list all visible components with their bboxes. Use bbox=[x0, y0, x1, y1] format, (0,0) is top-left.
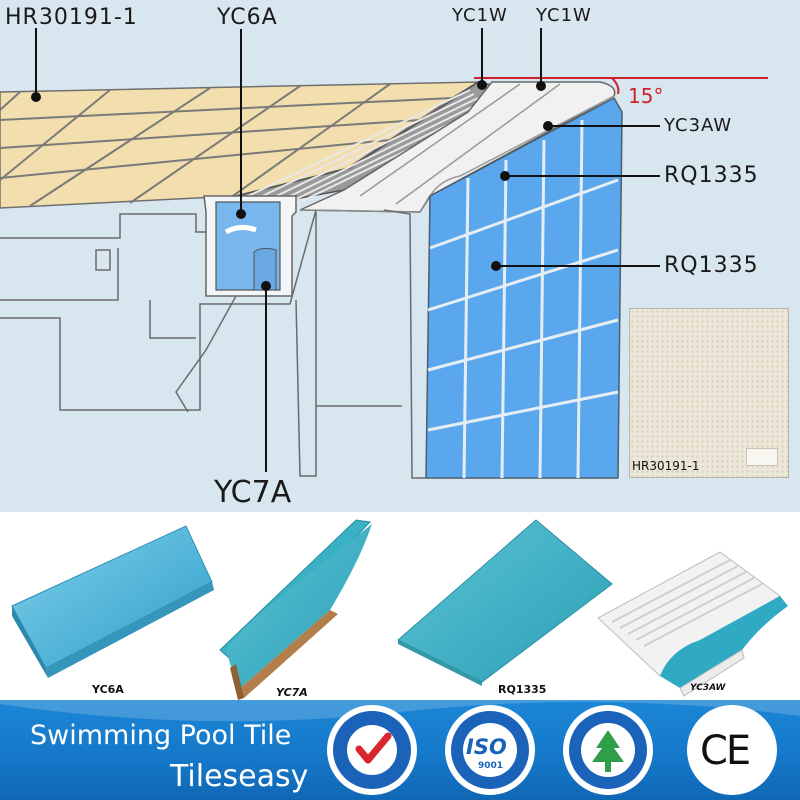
pool-edge-drawing bbox=[0, 28, 768, 479]
caption-yc3aw: YC3AW bbox=[690, 683, 726, 693]
label-yc1w-left: YC1W bbox=[452, 5, 508, 26]
caption-rq1335: RQ1335 bbox=[498, 683, 547, 696]
label-rq1335-lower: RQ1335 bbox=[664, 253, 759, 278]
wall-tiles bbox=[425, 96, 623, 479]
overflow-gutter bbox=[203, 195, 297, 297]
label-yc6a: YC6A bbox=[217, 5, 278, 30]
label-rq1335-upper: RQ1335 bbox=[664, 163, 759, 188]
label-yc7a: YC7A bbox=[214, 475, 292, 510]
yc7a-product bbox=[219, 519, 372, 700]
label-hr30191-1: HR30191-1 bbox=[5, 5, 138, 30]
concrete-outline bbox=[0, 209, 426, 479]
label-yc3aw: YC3AW bbox=[664, 115, 733, 136]
iso-9001-number: 9001 bbox=[478, 761, 504, 771]
label-angle: 15° bbox=[628, 84, 664, 108]
iso-9001-icon bbox=[445, 705, 535, 795]
ce-mark-text: CE bbox=[700, 728, 751, 774]
angle-indicator bbox=[474, 77, 768, 95]
sample-tag bbox=[746, 448, 778, 466]
swatch-caption: HR30191-1 bbox=[632, 459, 700, 473]
yc3aw-product bbox=[597, 551, 788, 697]
banner-title: Swimming Pool Tile bbox=[30, 720, 292, 751]
footer-wave bbox=[0, 700, 800, 722]
deck-tiles bbox=[0, 81, 481, 209]
ce-mark-icon bbox=[687, 705, 777, 795]
iso-14000-icon bbox=[563, 705, 653, 795]
yc6a-product bbox=[11, 525, 214, 678]
coping-stone bbox=[299, 81, 616, 213]
brand-name: Tileseasy bbox=[170, 759, 309, 794]
leader-lines bbox=[31, 28, 660, 472]
caption-yc7a: YC7A bbox=[276, 686, 308, 699]
caption-yc6a: YC6A bbox=[92, 683, 124, 696]
product-illustrations bbox=[11, 519, 788, 700]
iso-9001-text: ISO bbox=[466, 735, 507, 759]
supplier-assessment-icon bbox=[327, 705, 417, 795]
pool-edge-diagram: HR30191-1 YC6A YC1W YC1W 15° YC3AW RQ133… bbox=[0, 0, 800, 512]
product-photos: YC6A YC7A RQ1335 YC3AW bbox=[0, 512, 800, 700]
label-yc1w-right: YC1W bbox=[536, 5, 592, 26]
rq1335-product bbox=[397, 519, 613, 686]
